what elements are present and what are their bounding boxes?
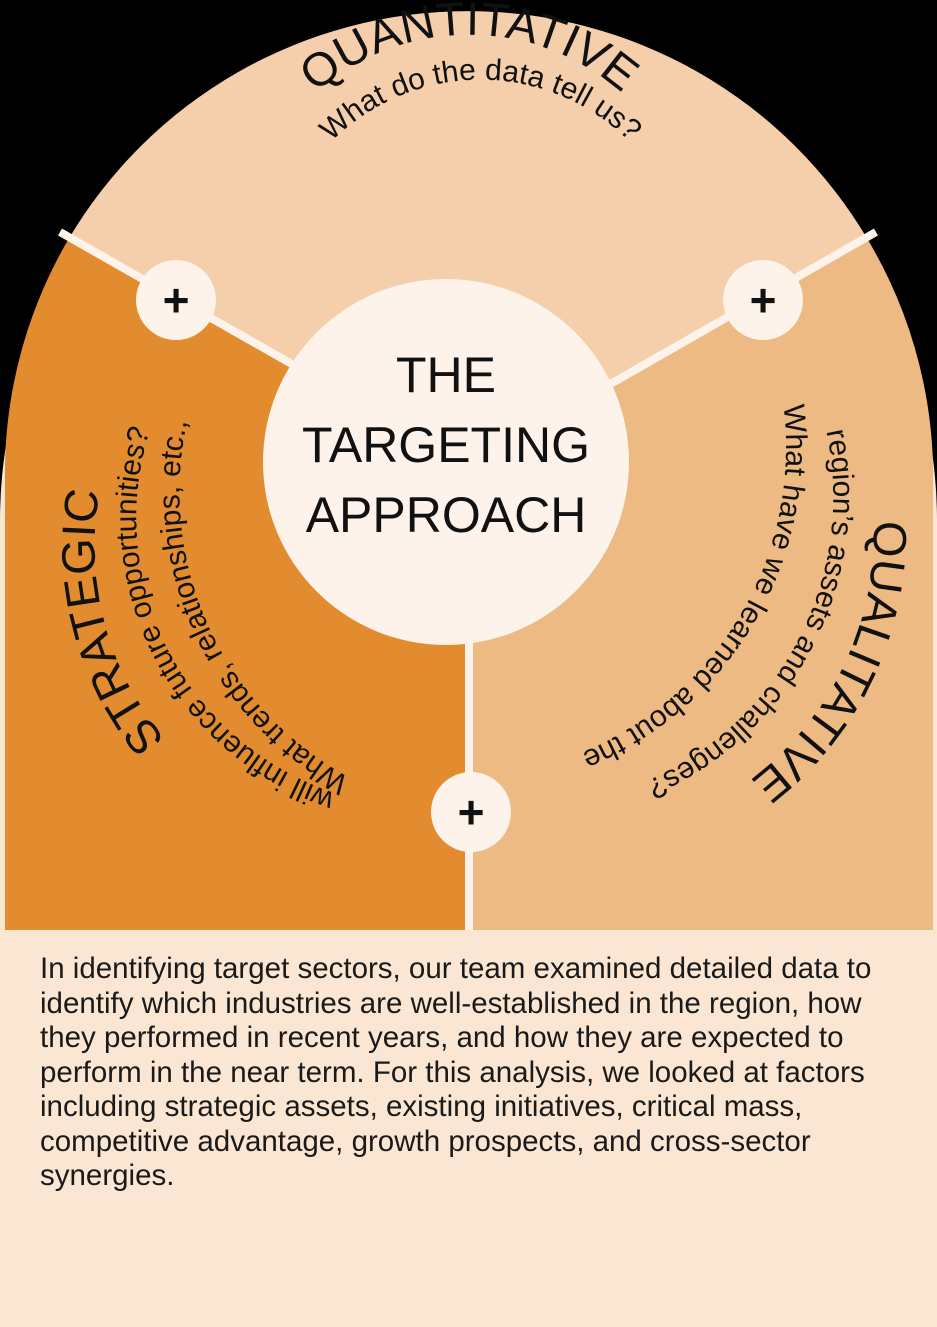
center-circle bbox=[263, 279, 629, 645]
plus-marker-left: + bbox=[136, 260, 216, 340]
plus-marker-right: + bbox=[723, 260, 803, 340]
plus-icon: + bbox=[750, 274, 777, 326]
center-title-line-2: TARGETING bbox=[302, 417, 590, 473]
plus-icon: + bbox=[163, 274, 190, 326]
plus-icon: + bbox=[458, 786, 485, 838]
plus-marker-bottom: + bbox=[431, 772, 511, 852]
description-paragraph: In identifying target sectors, our team … bbox=[40, 952, 872, 1192]
center-title-line-1: THE bbox=[396, 347, 496, 403]
center-title-line-3: APPROACH bbox=[306, 487, 587, 543]
